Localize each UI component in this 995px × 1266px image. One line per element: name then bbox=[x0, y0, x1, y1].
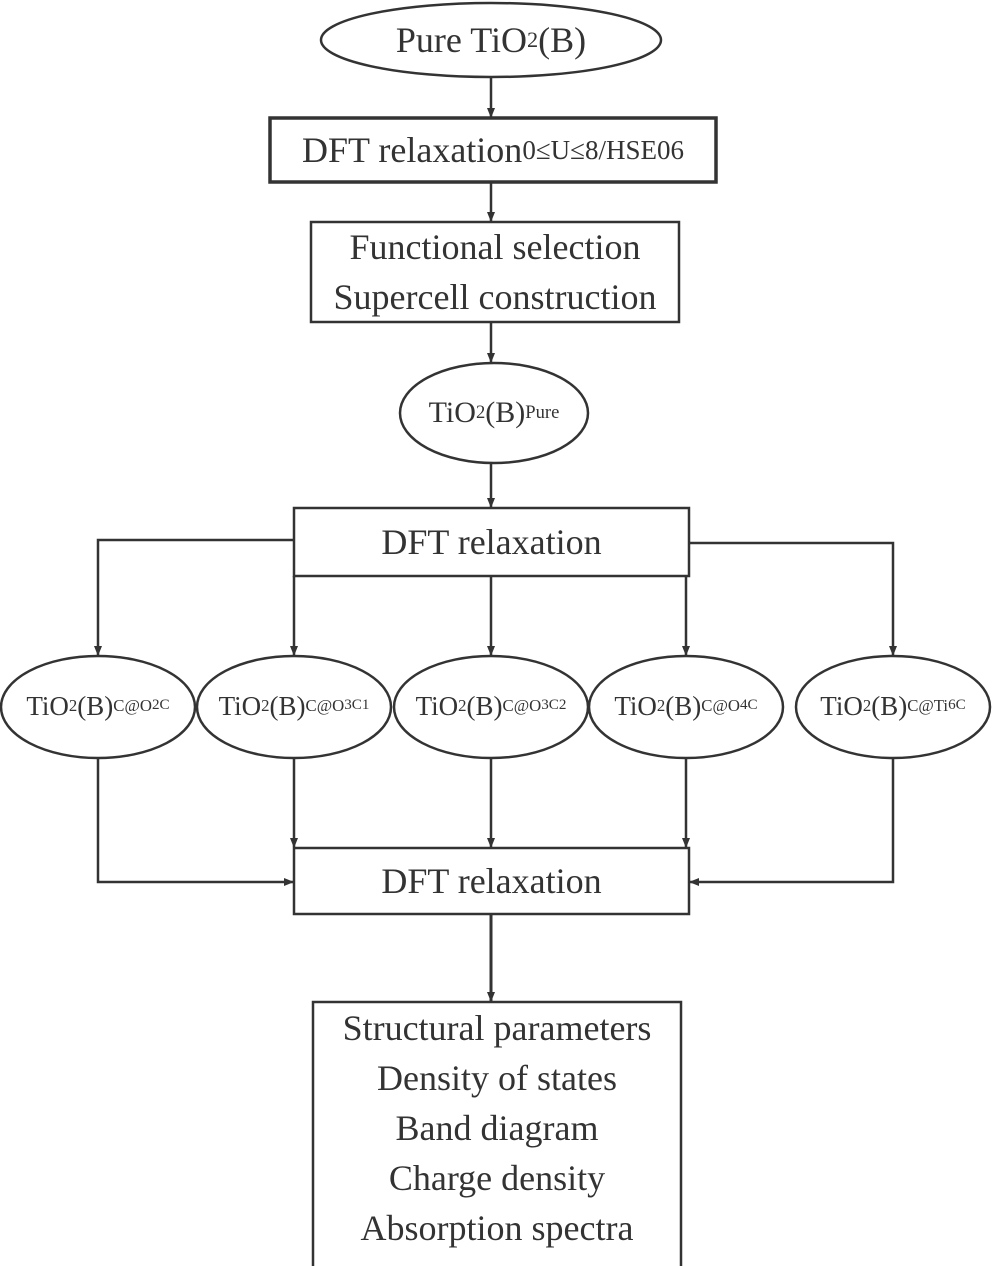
subscript-text: 3C2 bbox=[541, 697, 567, 714]
label-text: DFT relaxation bbox=[381, 522, 602, 562]
relax1-label: DFT relaxation 0≤U≤8/HSE06 bbox=[270, 118, 716, 182]
subscript-text: 4C bbox=[739, 697, 758, 714]
output-item: Charge density bbox=[388, 1158, 606, 1198]
arrow bbox=[96, 758, 294, 886]
subscript-text: 2 bbox=[526, 26, 539, 52]
output-item: Density of states bbox=[377, 1058, 617, 1098]
subscript-text: C@O bbox=[113, 695, 152, 715]
label-text: (B) bbox=[538, 20, 587, 60]
output-item: Absorption spectra bbox=[360, 1208, 634, 1248]
setup-line: Supercell construction bbox=[333, 277, 657, 317]
label-text: DFT relaxation bbox=[381, 861, 602, 901]
subscript-text: C@O bbox=[305, 695, 345, 715]
label-text: DFT relaxation bbox=[302, 130, 523, 170]
outputs-label: Structural parameters Density of states … bbox=[313, 1003, 681, 1253]
label-text: TiO bbox=[218, 690, 262, 721]
label-text: TiO bbox=[26, 690, 69, 721]
subscript-text: 2 bbox=[862, 695, 872, 715]
label-text: TiO bbox=[614, 690, 657, 721]
subscript-text: 3C1 bbox=[344, 697, 370, 714]
relax3-label: DFT relaxation bbox=[294, 848, 689, 914]
outputs-box bbox=[311, 1000, 683, 1266]
arrow bbox=[689, 541, 897, 656]
subscript-text: 0≤U≤8/HSE06 bbox=[522, 134, 684, 165]
subscript-text: 2 bbox=[68, 695, 78, 715]
label-text: (B) bbox=[269, 690, 306, 721]
label-text: TiO bbox=[428, 396, 476, 429]
subscript-text: 6C bbox=[948, 697, 966, 714]
arrow bbox=[94, 538, 294, 656]
output-item: Structural parameters bbox=[342, 1008, 652, 1048]
label-text: (B) bbox=[466, 690, 503, 721]
subscript-text: 2 bbox=[656, 695, 666, 715]
relax1-box bbox=[268, 116, 718, 184]
subscript-text: Pure bbox=[525, 401, 560, 423]
label-text: TiO bbox=[415, 690, 459, 721]
output-item: Band diagram bbox=[395, 1108, 599, 1148]
subscript-text: C@O bbox=[701, 695, 740, 715]
subscript-text: 2 bbox=[475, 401, 486, 423]
subscript-text: 2C bbox=[151, 697, 170, 714]
setup-line: Functional selection bbox=[349, 227, 641, 267]
subscript-text: C@Ti bbox=[907, 695, 949, 715]
arrow bbox=[689, 758, 895, 886]
label-text: Pure TiO bbox=[395, 20, 527, 60]
setup-label: Functional selection Supercell construct… bbox=[311, 222, 679, 322]
label-text: (B) bbox=[871, 690, 908, 721]
setup-box bbox=[309, 220, 681, 324]
subscript-text: 2 bbox=[261, 695, 270, 715]
subscript-text: C@O bbox=[502, 695, 542, 715]
label-text: (B) bbox=[77, 690, 114, 721]
relax2-label: DFT relaxation bbox=[294, 508, 689, 576]
subscript-text: 2 bbox=[458, 695, 467, 715]
pure-ellipse bbox=[398, 361, 590, 465]
label-text: (B) bbox=[665, 690, 702, 721]
label-text: TiO bbox=[820, 690, 863, 721]
label-text: (B) bbox=[485, 396, 526, 429]
